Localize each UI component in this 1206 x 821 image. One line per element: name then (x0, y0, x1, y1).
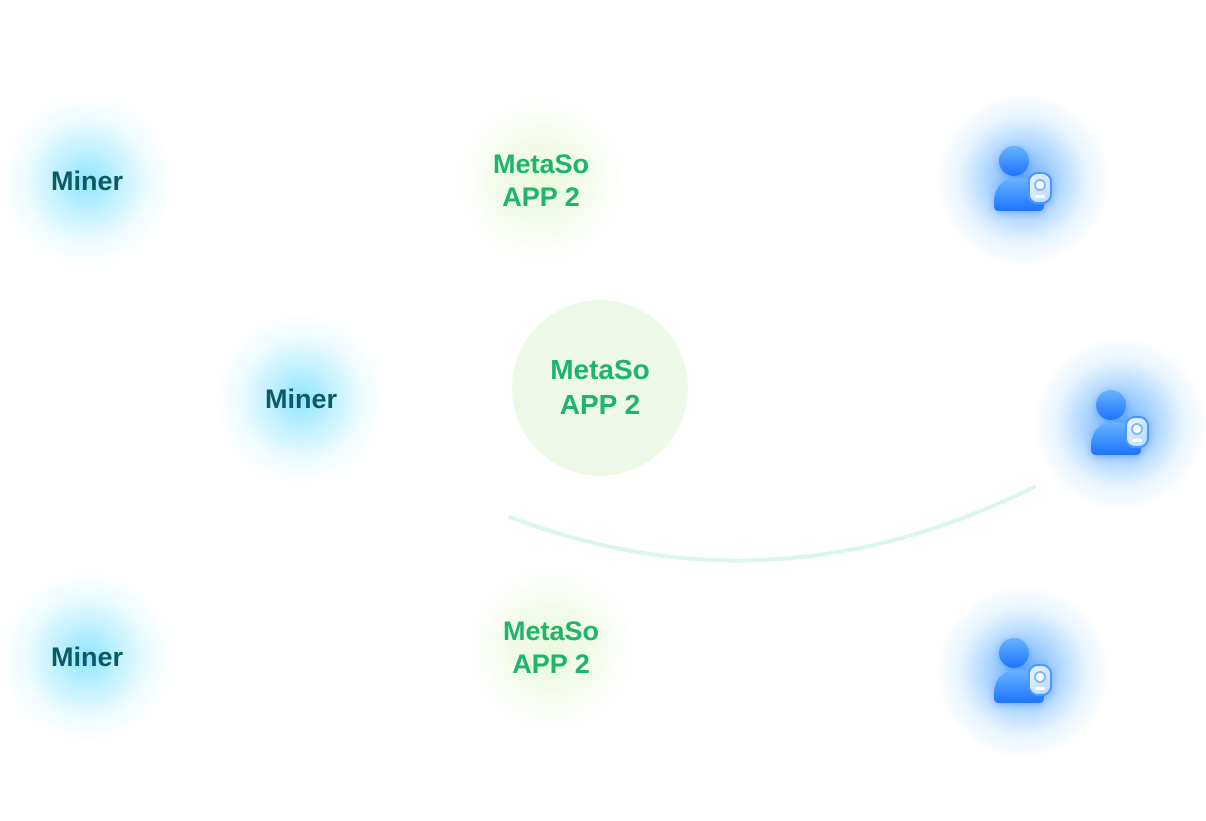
user-node (1034, 338, 1206, 510)
miner-node: Miner (216, 314, 386, 484)
app-title: MetaSo (550, 354, 650, 386)
app-label: MetaSo APP 2 (493, 148, 589, 215)
app-label: MetaSo APP 2 (550, 353, 650, 422)
app-node: MetaSo APP 2 (456, 96, 626, 266)
user-icon (994, 146, 1052, 211)
miner-label: Miner (264, 383, 337, 414)
user-node (937, 586, 1109, 758)
user-icon (1091, 390, 1149, 455)
app-version: APP 2 (512, 649, 590, 679)
app-label: MetaSo APP 2 (503, 615, 599, 682)
user-icon (994, 638, 1052, 703)
miner-node: Miner (2, 572, 172, 742)
app-version: APP 2 (502, 182, 580, 212)
miner-label: Miner (50, 641, 123, 672)
miner-label: Miner (50, 165, 123, 196)
user-node (937, 94, 1109, 266)
app-version: APP 2 (559, 389, 641, 420)
app-node: MetaSo APP 2 (466, 563, 636, 733)
miner-node: Miner (2, 96, 172, 266)
app-title: MetaSo (502, 615, 600, 646)
app-node-center: MetaSo APP 2 (513, 301, 687, 475)
app-title: MetaSo (492, 148, 590, 179)
